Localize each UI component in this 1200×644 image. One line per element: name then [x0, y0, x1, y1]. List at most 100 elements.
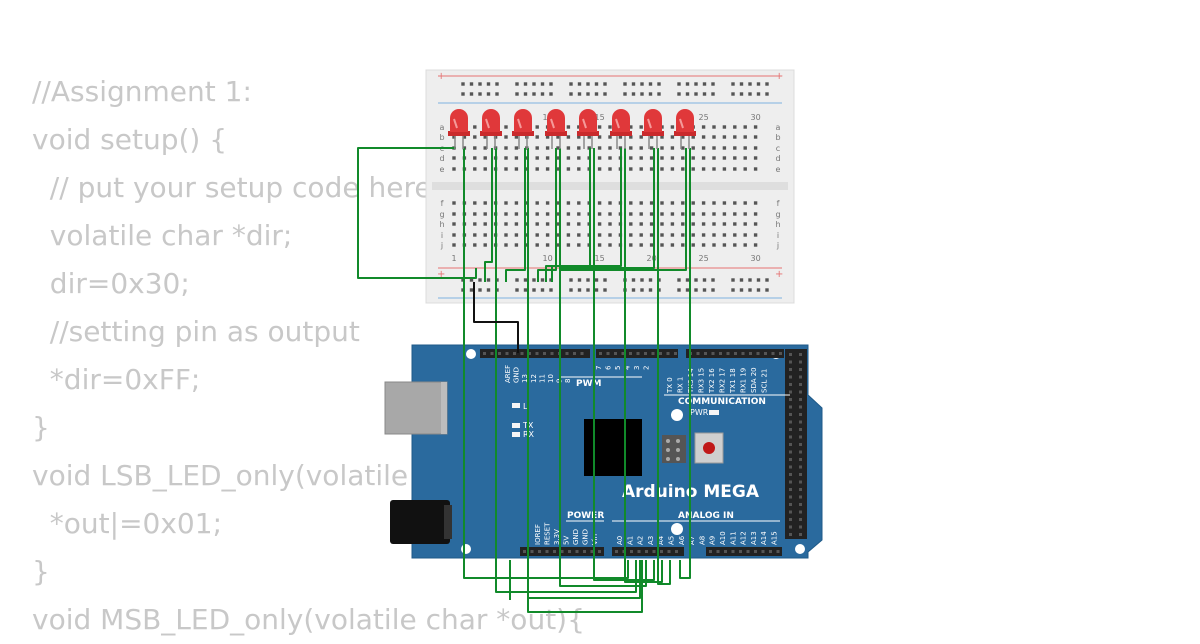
- rail-hole[interactable]: [603, 82, 607, 86]
- rail-hole[interactable]: [765, 278, 769, 282]
- breadboard-hole[interactable]: [743, 201, 747, 205]
- breadboard-hole[interactable]: [639, 243, 643, 247]
- breadboard-hole[interactable]: [556, 233, 560, 237]
- breadboard-hole[interactable]: [660, 243, 664, 247]
- breadboard-hole[interactable]: [483, 233, 487, 237]
- rail-hole[interactable]: [685, 82, 690, 86]
- breadboard-hole[interactable]: [462, 135, 467, 139]
- breadboard-hole[interactable]: [535, 233, 539, 237]
- breadboard-hole[interactable]: [483, 167, 487, 171]
- rail-hole[interactable]: [532, 278, 536, 282]
- breadboard-hole[interactable]: [753, 167, 758, 171]
- breadboard-hole[interactable]: [566, 222, 571, 226]
- breadboard-hole[interactable]: [473, 201, 477, 205]
- breadboard-hole[interactable]: [473, 233, 477, 237]
- breadboard-hole[interactable]: [514, 243, 519, 247]
- breadboard-hole[interactable]: [473, 212, 477, 216]
- breadboard-hole[interactable]: [629, 222, 633, 226]
- wires[interactable]: [357, 147, 691, 613]
- breadboard-hole[interactable]: [670, 135, 675, 139]
- breadboard-hole[interactable]: [629, 233, 633, 237]
- rail-hole[interactable]: [569, 278, 573, 282]
- rail-hole[interactable]: [532, 288, 536, 292]
- breadboard-hole[interactable]: [712, 135, 716, 139]
- breadboard-hole[interactable]: [670, 212, 675, 216]
- breadboard-hole[interactable]: [681, 156, 685, 160]
- breadboard-hole[interactable]: [556, 222, 560, 226]
- rail-hole[interactable]: [594, 278, 599, 282]
- breadboard-hole[interactable]: [597, 222, 602, 226]
- rail-hole[interactable]: [640, 92, 644, 96]
- rail-hole[interactable]: [748, 92, 752, 96]
- rail-hole[interactable]: [739, 278, 744, 282]
- breadboard-hole[interactable]: [691, 201, 695, 205]
- rail-hole[interactable]: [748, 82, 752, 86]
- breadboard-hole[interactable]: [597, 125, 602, 129]
- breadboard-hole[interactable]: [691, 146, 695, 150]
- breadboard-hole[interactable]: [556, 201, 560, 205]
- rail-hole[interactable]: [495, 82, 499, 86]
- rail-hole[interactable]: [685, 92, 690, 96]
- rail-hole[interactable]: [694, 288, 698, 292]
- rail-hole[interactable]: [739, 82, 744, 86]
- breadboard-hole[interactable]: [504, 156, 508, 160]
- rail-hole[interactable]: [657, 82, 661, 86]
- breadboard-hole[interactable]: [712, 146, 716, 150]
- breadboard-hole[interactable]: [639, 167, 643, 171]
- breadboard-hole[interactable]: [722, 212, 727, 216]
- rail-hole[interactable]: [765, 82, 769, 86]
- breadboard-hole[interactable]: [681, 212, 685, 216]
- breadboard-hole[interactable]: [639, 146, 643, 150]
- breadboard-hole[interactable]: [608, 125, 612, 129]
- breadboard-hole[interactable]: [504, 243, 508, 247]
- breadboard-hole[interactable]: [649, 212, 654, 216]
- rail-hole[interactable]: [694, 82, 698, 86]
- breadboard-hole[interactable]: [753, 243, 758, 247]
- breadboard-hole[interactable]: [452, 212, 456, 216]
- breadboard-hole[interactable]: [722, 135, 727, 139]
- rail-hole[interactable]: [569, 82, 573, 86]
- wire[interactable]: [551, 148, 622, 282]
- breadboard-hole[interactable]: [681, 167, 685, 171]
- wire[interactable]: [559, 148, 655, 282]
- rail-hole[interactable]: [515, 82, 519, 86]
- breadboard-hole[interactable]: [733, 167, 737, 171]
- rail-hole[interactable]: [623, 92, 627, 96]
- breadboard-hole[interactable]: [608, 167, 612, 171]
- rail-hole[interactable]: [586, 278, 590, 282]
- rail-hole[interactable]: [469, 288, 474, 292]
- rail-hole[interactable]: [594, 288, 599, 292]
- breadboard-hole[interactable]: [733, 233, 737, 237]
- breadboard-hole[interactable]: [670, 125, 675, 129]
- rail-hole[interactable]: [702, 288, 707, 292]
- rail-hole[interactable]: [469, 92, 474, 96]
- led-8[interactable]: [674, 109, 696, 149]
- breadboard-hole[interactable]: [660, 146, 664, 150]
- breadboard-hole[interactable]: [597, 243, 602, 247]
- rail-hole[interactable]: [523, 288, 528, 292]
- rail-hole[interactable]: [478, 278, 482, 282]
- breadboard[interactable]: 1110101515202025253030aabbccddeeffgghhii…: [425, 69, 795, 304]
- breadboard-hole[interactable]: [514, 212, 519, 216]
- breadboard-hole[interactable]: [483, 222, 487, 226]
- breadboard-hole[interactable]: [452, 135, 456, 139]
- wire-ground[interactable]: [473, 282, 519, 353]
- breadboard-hole[interactable]: [691, 233, 695, 237]
- rail-hole[interactable]: [711, 278, 715, 282]
- rail-hole[interactable]: [549, 92, 553, 96]
- rail-hole[interactable]: [756, 288, 761, 292]
- breadboard-hole[interactable]: [691, 243, 695, 247]
- breadboard-hole[interactable]: [556, 135, 560, 139]
- breadboard-hole[interactable]: [753, 233, 758, 237]
- breadboard-hole[interactable]: [701, 233, 706, 237]
- breadboard-hole[interactable]: [743, 167, 747, 171]
- breadboard-hole[interactable]: [743, 243, 747, 247]
- breadboard-hole[interactable]: [608, 233, 612, 237]
- breadboard-hole[interactable]: [535, 167, 539, 171]
- rail-hole[interactable]: [640, 82, 644, 86]
- breadboard-hole[interactable]: [753, 201, 758, 205]
- breadboard-hole[interactable]: [452, 222, 456, 226]
- breadboard-hole[interactable]: [701, 243, 706, 247]
- breadboard-hole[interactable]: [649, 222, 654, 226]
- breadboard-hole[interactable]: [535, 125, 539, 129]
